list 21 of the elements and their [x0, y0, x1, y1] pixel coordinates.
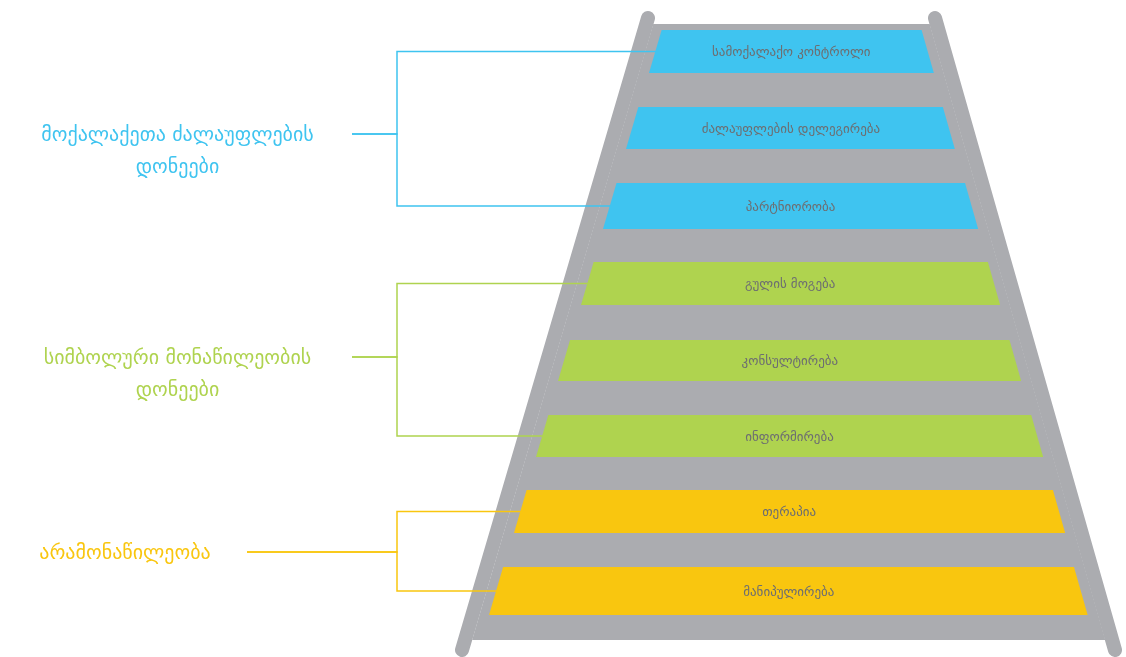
ladder-rung	[602, 183, 979, 229]
ladder-rung	[648, 30, 934, 73]
ladder-rung	[580, 262, 1000, 305]
bracket-line	[351, 356, 544, 437]
bracket-line	[351, 133, 612, 207]
group-heading: არამონაწილეობა	[5, 536, 245, 568]
group-heading: მოქალაქეთა ძალაუფლების დონეები	[5, 118, 350, 182]
rung-label: მანიპულირება	[743, 583, 835, 599]
rung-label: სამოქალაქო კონტროლი	[712, 44, 871, 59]
ladder-rung	[489, 567, 1089, 615]
ladder-rung	[535, 415, 1044, 457]
rung-label: პარტნიორობა	[745, 198, 836, 214]
rung-label: თერაპია	[762, 504, 817, 519]
rung-label: გულის მოგება	[745, 276, 836, 291]
rung-label: ინფორმირება	[745, 428, 834, 444]
ladder-rung	[513, 490, 1065, 533]
rung-label: ძალაუფლების დელეგირება	[701, 120, 881, 136]
ladder-rung	[626, 107, 956, 149]
ladder-rung	[558, 340, 1022, 381]
group-heading: სიმბოლური მონაწილეობის დონეები	[5, 341, 350, 405]
rung-label: კონსულტირება	[741, 353, 839, 368]
